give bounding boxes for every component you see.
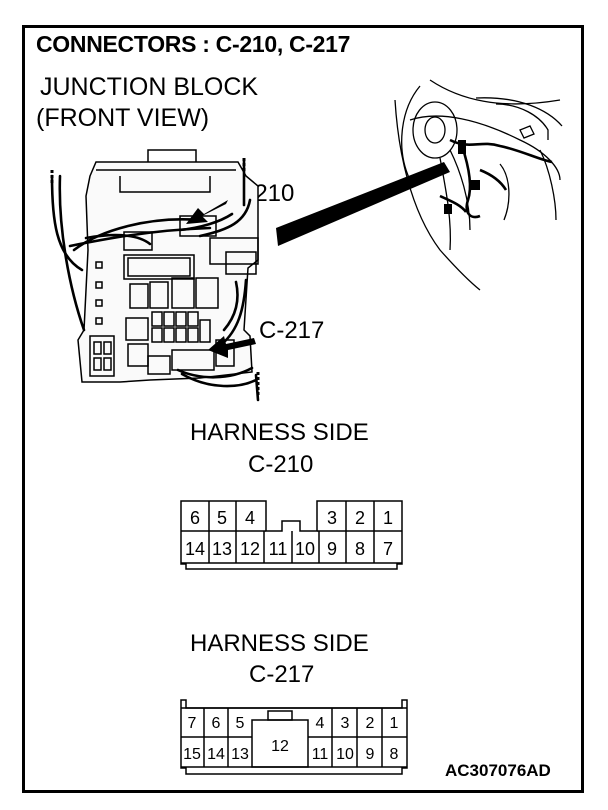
c217-pin-dividers	[203, 708, 383, 767]
front-view-label: (FRONT VIEW)	[36, 104, 210, 132]
c210-pin: 12	[240, 539, 260, 559]
c217-pin: 1	[390, 715, 399, 732]
c210-pin: 3	[327, 508, 337, 528]
c210-pin: 2	[355, 508, 365, 528]
c217-pin: 5	[236, 715, 245, 732]
callout-c217: C-217	[259, 317, 325, 344]
c217-connector-face	[180, 699, 408, 775]
c217-name: C-217	[249, 661, 315, 688]
c217-pin: 4	[316, 715, 325, 732]
c217-pin: 10	[336, 746, 354, 763]
c210-pin: 1	[383, 508, 393, 528]
c210-pin: 8	[355, 539, 365, 559]
c217-pin: 9	[366, 746, 375, 763]
c217-pin: 11	[312, 746, 329, 763]
c210-name: C-210	[248, 451, 314, 478]
c217-pin: 8	[390, 746, 399, 763]
junction-block-label: JUNCTION BLOCK	[40, 73, 259, 101]
figure-frame	[22, 25, 584, 793]
c217-pin: 12	[271, 738, 289, 755]
c217-pin: 6	[212, 715, 221, 732]
c217-pin: 3	[341, 715, 350, 732]
figure-title: CONNECTORS : C-210, C-217	[36, 31, 351, 57]
figure-code: AC307076AD	[445, 761, 551, 780]
c217-pin: 13	[231, 746, 249, 763]
c210-pin: 7	[383, 539, 393, 559]
c217-pin: 7	[188, 715, 197, 732]
c210-pin: 13	[212, 539, 232, 559]
c210-pin: 5	[217, 508, 227, 528]
c217-pin: 14	[207, 746, 225, 763]
c217-pin: 2	[366, 715, 375, 732]
c210-pin: 9	[327, 539, 337, 559]
c210-pin: 4	[245, 508, 255, 528]
c217-pin: 15	[183, 746, 201, 763]
c217-heading: HARNESS SIDE	[190, 630, 369, 657]
c210-pin: 10	[295, 539, 315, 559]
c210-pin: 6	[190, 508, 200, 528]
c210-heading: HARNESS SIDE	[190, 419, 369, 446]
c210-pin: 11	[269, 539, 288, 559]
c210-pin-dividers	[208, 501, 375, 563]
c210-pin: 14	[185, 539, 205, 559]
